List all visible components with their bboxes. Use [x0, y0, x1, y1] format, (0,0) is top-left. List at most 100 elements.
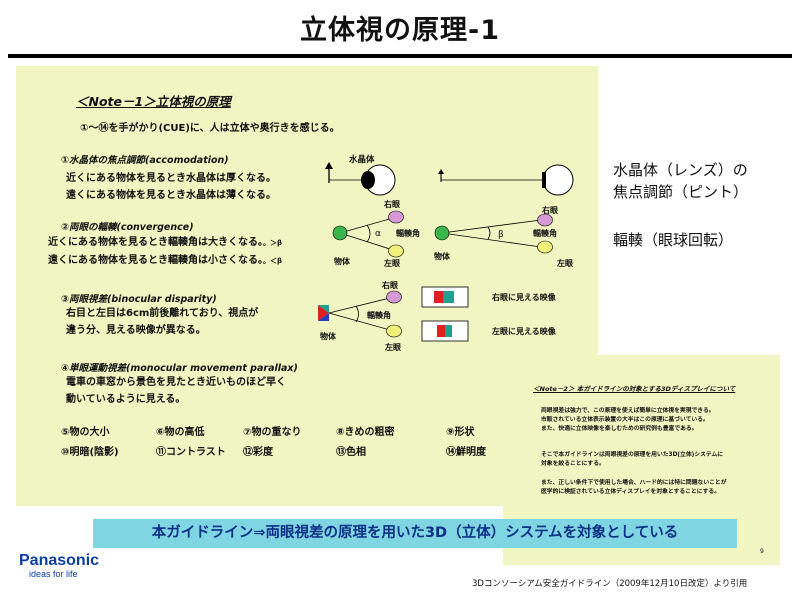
stereo-diagrams: 水晶体 α 右眼 左眼 物体 輻輳角 [318, 154, 574, 352]
left-eye-near [388, 244, 404, 258]
right-eye-label-far: 右眼 [541, 205, 558, 215]
note2-p1-line3: また、快適に立体映像を楽しむための研究例も豊富である。 [541, 426, 698, 432]
left-eye-far [537, 240, 553, 254]
left-eye-label-disparity: 左眼 [384, 342, 401, 352]
guideline-banner: 本ガイドライン⇒両眼視差の原理を用いた3D（立体）システムを対象としている [93, 519, 737, 548]
section4-text: 電車の車窓から景色を見たとき近いものほど早く 動いているように見える。 [66, 374, 286, 408]
note2-p1-line2: 市販されている立体表示装置の大半はこの原理に基づいている。 [541, 417, 709, 423]
sightline-right-disparity [328, 297, 391, 314]
section3-text: 右目と左目は6cm前後離れており、視点が 違う分、見える映像が異なる。 [66, 305, 258, 339]
right-image-teal [443, 291, 454, 303]
section3-line2: 違う分、見える映像が異なる。 [66, 325, 206, 336]
panasonic-logo: Panasonic [19, 552, 100, 569]
object-label-disparity: 物体 [320, 331, 337, 341]
cue-8: ⑧きめの粗密 [336, 427, 395, 438]
sightline-left-far [441, 232, 542, 248]
right-text-line2: 焦点調節（ピント） [613, 183, 749, 201]
disparity-arc [355, 305, 359, 323]
cue-10: ⑩明暗(陰影) [61, 447, 119, 458]
object-arrow-far-head [438, 169, 444, 174]
section3-line1: 右目と左目は6cm前後離れており、視点が [66, 308, 259, 319]
angle-label-disparity: 輻輳角 [367, 310, 391, 320]
left-eye-label-far: 左眼 [556, 258, 573, 268]
left-eye-label-near: 左眼 [383, 258, 400, 268]
page-number: 9 [760, 548, 764, 555]
cue-13: ⑬色相 [336, 447, 366, 458]
note2-paragraph2: そこで本ガイドラインは両眼視差の原理を用いた3D(立体)システムに 対象を絞るこ… [541, 451, 723, 469]
note2-p2-line2: 対象を絞ることにする。 [541, 461, 605, 467]
beta-label: β [498, 230, 504, 240]
note1-title: ＜Note－1＞立体視の原理 [76, 94, 231, 109]
object-red-face [318, 305, 329, 321]
cue-7: ⑦物の重なり [243, 427, 302, 438]
cue-14: ⑭鮮明度 [446, 447, 486, 458]
section4-line2: 動いているように見える。 [66, 394, 186, 405]
section4-heading: ④単眼運動視差(monocular movement parallax) [61, 363, 298, 374]
lens-label: 水晶体 [348, 154, 375, 165]
thick-lens [361, 171, 375, 189]
section1-text: 近くにある物体を見るとき水晶体は厚くなる。 遠くにある物体を見るとき水晶体は薄く… [66, 170, 276, 204]
note2-title: ＜Note－2＞ 本ガイドラインの対象とする3Dディスプレイについて [533, 385, 736, 393]
sightline-left-near [339, 232, 394, 251]
thin-lens [542, 172, 546, 188]
object-near [332, 225, 348, 241]
eyeball-far [542, 164, 574, 196]
source-citation: 3Dコンソーシアム安全ガイドライン（2009年12月10日改定）より引用 [472, 579, 748, 589]
cue-5: ⑤物の大小 [61, 427, 110, 438]
sightline-right-near [339, 217, 394, 234]
object-blue-face [318, 313, 329, 321]
angle-label-far: 輻輳角 [533, 228, 557, 238]
right-text-line1: 水晶体（レンズ）の [613, 161, 748, 179]
note2-p1-line1: 両眼視差は強力で、この原理を使えば簡単に立体視を実現できる。 [541, 408, 715, 414]
sightline-left-disparity [328, 312, 391, 331]
right-eye-disparity [386, 290, 402, 304]
section2-line2: 遠くにある物体を見るとき輻輳角は小さくなる。。＜β [48, 255, 283, 266]
object-far [434, 225, 450, 241]
note1-panel: ＜Note－1＞立体視の原理 ①～⑭を手がかり(CUE)に、人は立体や奥行きを感… [16, 66, 598, 506]
right-eye-label-disparity: 右眼 [381, 280, 398, 290]
slide-title: 立体視の原理-1 [300, 15, 500, 46]
left-eye-disparity [386, 324, 402, 338]
alpha-arc [366, 224, 371, 243]
note2-p3-line2: 医学的に検証されている立体ディスプレイを対象とすることにする。 [541, 489, 721, 495]
cue-6: ⑥物の高低 [156, 427, 205, 438]
left-image-label: 左眼に見える映像 [491, 326, 557, 336]
section1-line2: 遠くにある物体を見るとき水晶体は薄くなる。 [66, 190, 276, 201]
object-label-far: 物体 [434, 251, 451, 261]
note2-p3-line1: また、正しい条件下で使用した場合、ハード的には特に問題ないことが [541, 480, 727, 486]
accommodation-far-diagram [438, 164, 574, 196]
right-eye-near [388, 210, 404, 224]
object-teal-face [318, 305, 329, 313]
disparity-diagram: 右眼 左眼 物体 輻輳角 右眼に見える映像 左眼に見える映像 [318, 280, 557, 352]
angle-label-near: 輻輳角 [396, 228, 420, 238]
cue-12: ⑫彩度 [243, 447, 273, 458]
note2-p2-line1: そこで本ガイドラインは両眼視差の原理を用いた3D(立体)システムに [541, 452, 724, 458]
sightline-right-far [441, 219, 542, 234]
note2-paragraph1: 両眼視差は強力で、この原理を使えば簡単に立体視を実現できる。 市販されている立体… [541, 407, 715, 434]
accommodation-near-diagram: 水晶体 [325, 154, 396, 196]
beta-arc [487, 226, 491, 240]
right-image-label: 右眼に見える映像 [491, 292, 557, 302]
section3-heading: ③両眼視差(binocular disparity) [61, 294, 217, 305]
note1-intro: ①～⑭を手がかり(CUE)に、人は立体や奥行きを感じる。 [80, 123, 340, 134]
section1-line1: 近くにある物体を見るとき水晶体は厚くなる。 [66, 173, 276, 184]
note2-paragraph3: また、正しい条件下で使用した場合、ハード的には特に問題ないことが 医学的に検証さ… [541, 479, 727, 497]
section2-text: 近くにある物体を見るとき輻輳角は大きくなる。。＞β 遠くにある物体を見るとき輻輳… [48, 234, 282, 270]
section1-heading: ①水晶体の焦点調節(accomodation) [61, 155, 229, 166]
title-divider [8, 54, 792, 58]
right-eye-label-near: 右眼 [383, 199, 400, 209]
right-text-line3: 輻輳（眼球回転） [613, 231, 734, 249]
object-arrow-near-head [325, 162, 333, 169]
cue-11: ⑪コントラスト [156, 447, 226, 458]
right-eye-far [537, 213, 553, 227]
cue-9: ⑨形状 [446, 427, 475, 438]
alpha-label: α [375, 229, 381, 239]
object-label-near: 物体 [334, 256, 351, 266]
convergence-far-diagram: β 右眼 左眼 物体 輻輳角 [434, 205, 573, 268]
convergence-near-diagram: α 右眼 左眼 物体 輻輳角 [332, 199, 420, 268]
left-image-teal [445, 325, 452, 337]
section2-line1: 近くにある物体を見るとき輻輳角は大きくなる。。＞β [48, 237, 283, 248]
section2-heading: ②両眼の輻輳(convergence) [61, 222, 194, 233]
brand-tagline: ideas for life [29, 569, 78, 579]
section4-line1: 電車の車窓から景色を見たとき近いものほど早く [66, 377, 286, 388]
